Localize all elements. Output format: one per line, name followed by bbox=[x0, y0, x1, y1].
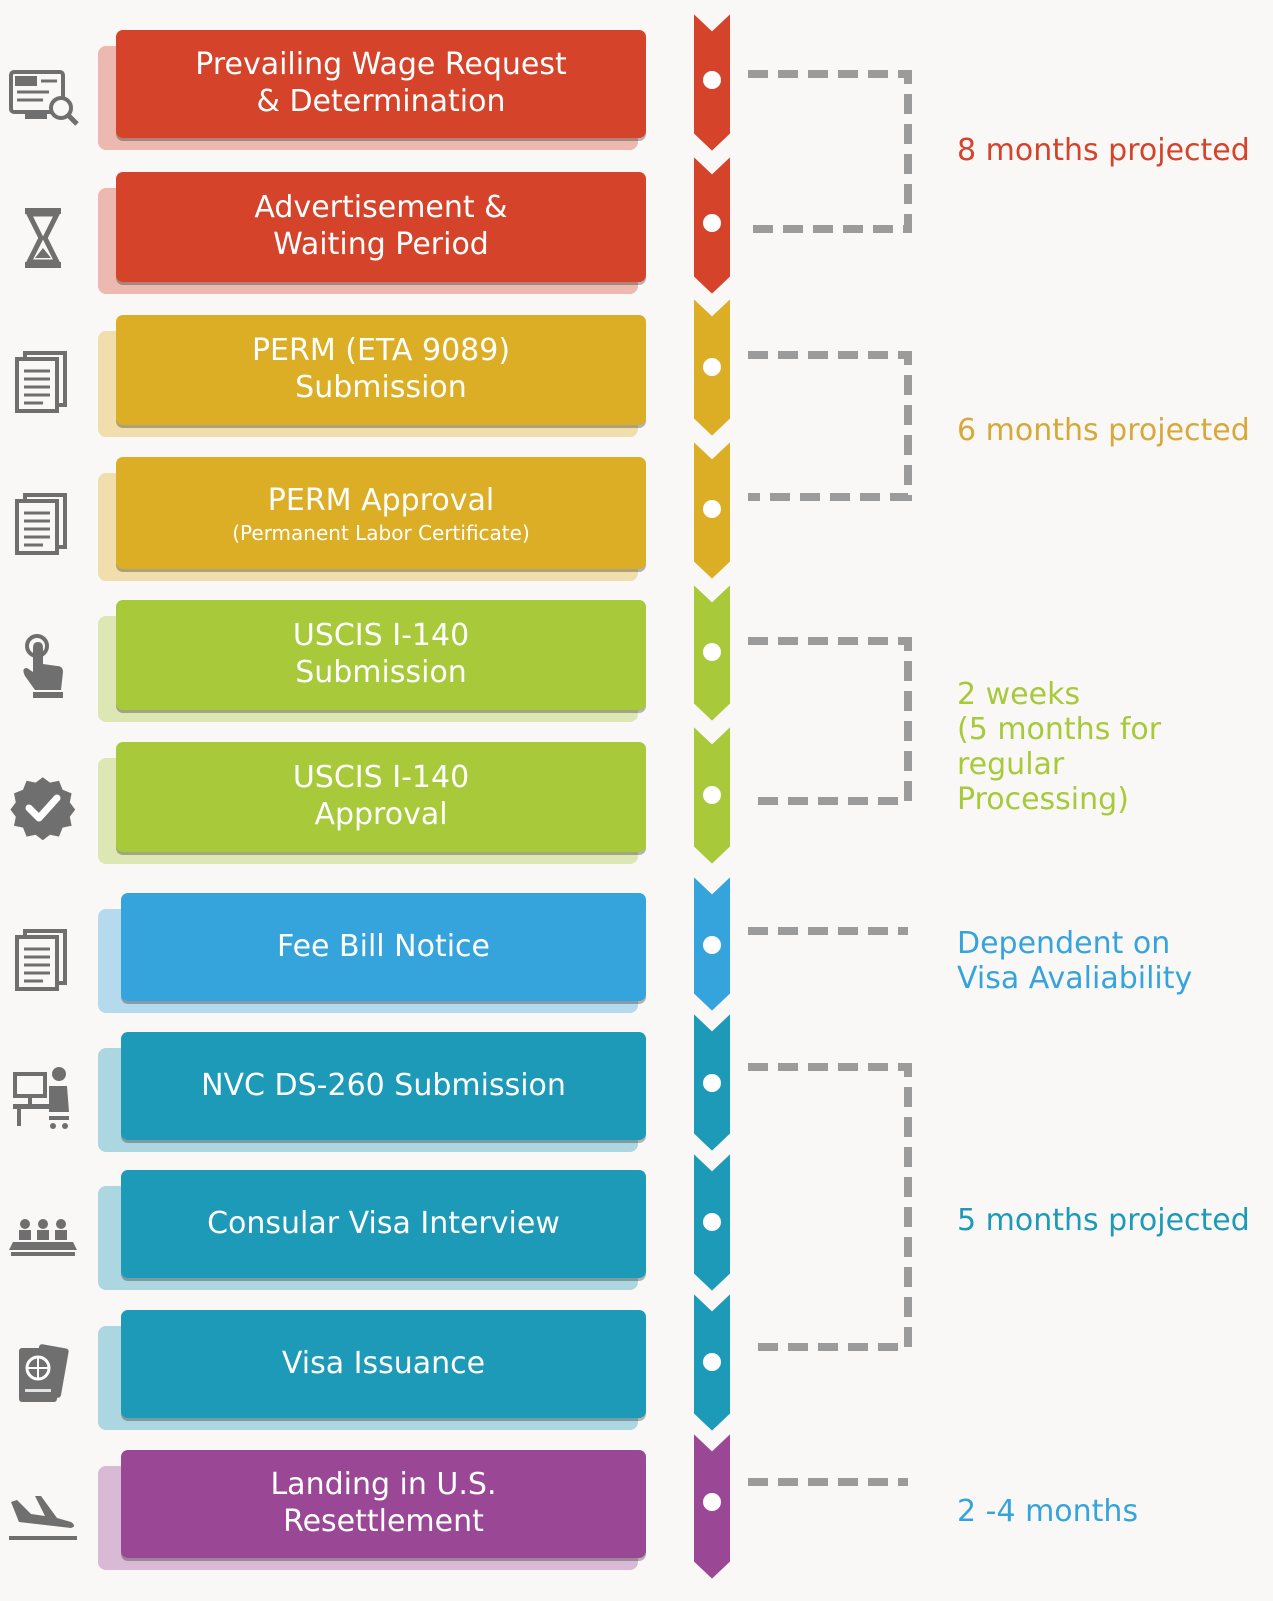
step-title: PERM (ETA 9089) Submission bbox=[251, 333, 511, 405]
document-icon-glyph bbox=[15, 493, 67, 555]
office-worker-icon-glyph bbox=[13, 1067, 69, 1129]
duration-bracket-perm bbox=[748, 351, 912, 501]
spine-dot bbox=[703, 1074, 721, 1092]
step-title: USCIS I-140 Submission bbox=[292, 618, 470, 690]
step-title: PERM Approval bbox=[267, 482, 495, 518]
step-box: Visa Issuance bbox=[121, 1310, 646, 1418]
duration-label-perm-prep: 8 months projected bbox=[957, 133, 1250, 168]
step-title: USCIS I-140 Approval bbox=[292, 760, 470, 832]
step-title: Visa Issuance bbox=[281, 1345, 486, 1381]
passport-icon bbox=[5, 1338, 81, 1414]
spine-dot bbox=[703, 786, 721, 804]
spine-dot bbox=[703, 500, 721, 518]
document-icon-glyph bbox=[15, 929, 67, 991]
hourglass-icon-glyph bbox=[24, 208, 62, 268]
duration-label-landing: 2 -4 months bbox=[957, 1494, 1139, 1529]
document-icon-glyph bbox=[15, 351, 67, 413]
step-box: NVC DS-260 Submission bbox=[121, 1032, 646, 1140]
step-perm-submission: PERM (ETA 9089) Submission bbox=[0, 305, 680, 437]
spine-dot bbox=[703, 936, 721, 954]
step-title: NVC DS-260 Submission bbox=[201, 1067, 566, 1103]
step-fee-bill: Fee Bill Notice bbox=[0, 883, 680, 1013]
duration-label-consular: 5 months projected bbox=[957, 1203, 1250, 1238]
step-title: Landing in U.S. Resettlement bbox=[270, 1467, 497, 1539]
verified-badge-icon bbox=[5, 770, 81, 846]
spine-dot bbox=[703, 1213, 721, 1231]
step-title: Prevailing Wage Request & Determination bbox=[195, 47, 567, 119]
step-visa-issuance: Visa Issuance bbox=[0, 1300, 680, 1430]
duration-label-i140: 2 weeks (5 months for regular Processing… bbox=[957, 677, 1162, 817]
spine-dot bbox=[703, 643, 721, 661]
spine-dot bbox=[703, 358, 721, 376]
step-box: USCIS I-140 Approval bbox=[116, 742, 646, 852]
touch-hand-icon-glyph bbox=[23, 634, 63, 698]
step-box: Fee Bill Notice bbox=[121, 893, 646, 1001]
step-advertisement: Advertisement & Waiting Period bbox=[0, 162, 680, 294]
spine-dot bbox=[703, 214, 721, 232]
spine-dot bbox=[703, 1493, 721, 1511]
passport-icon-glyph bbox=[19, 1344, 69, 1402]
step-i140-approval: USCIS I-140 Approval bbox=[0, 732, 680, 864]
step-perm-approval: PERM Approval(Permanent Labor Certificat… bbox=[0, 447, 680, 581]
step-box: Advertisement & Waiting Period bbox=[116, 172, 646, 282]
step-title: Advertisement & Waiting Period bbox=[254, 190, 508, 262]
step-box: PERM (ETA 9089) Submission bbox=[116, 315, 646, 425]
document-icon bbox=[5, 485, 81, 561]
step-box: PERM Approval(Permanent Labor Certificat… bbox=[116, 457, 646, 569]
step-landing-us: Landing in U.S. Resettlement bbox=[0, 1440, 680, 1570]
interview-table-icon bbox=[5, 1198, 81, 1274]
document-icon bbox=[5, 343, 81, 419]
airplane-landing-icon bbox=[5, 1478, 81, 1554]
duration-bracket-i140 bbox=[748, 637, 912, 805]
duration-label-perm: 6 months projected bbox=[957, 413, 1250, 448]
touch-hand-icon bbox=[5, 628, 81, 704]
verified-badge-icon-glyph bbox=[10, 777, 76, 841]
hourglass-icon bbox=[5, 200, 81, 276]
office-worker-icon bbox=[5, 1060, 81, 1136]
job-search-icon bbox=[5, 58, 81, 134]
step-subtitle: (Permanent Labor Certificate) bbox=[232, 520, 530, 545]
job-search-icon-glyph bbox=[9, 70, 79, 126]
step-box: Consular Visa Interview bbox=[121, 1170, 646, 1278]
airplane-landing-icon-glyph bbox=[9, 1496, 77, 1540]
step-prevailing-wage: Prevailing Wage Request & Determination bbox=[0, 20, 680, 150]
step-consular-interview: Consular Visa Interview bbox=[0, 1160, 680, 1290]
document-icon bbox=[5, 921, 81, 997]
step-box: Landing in U.S. Resettlement bbox=[121, 1450, 646, 1558]
step-box: USCIS I-140 Submission bbox=[116, 600, 646, 710]
step-title: Consular Visa Interview bbox=[207, 1205, 560, 1241]
step-nvc-ds260: NVC DS-260 Submission bbox=[0, 1022, 680, 1152]
step-i140-submission: USCIS I-140 Submission bbox=[0, 590, 680, 722]
spine-dot bbox=[703, 1353, 721, 1371]
interview-table-icon-glyph bbox=[9, 1219, 77, 1256]
duration-bracket-consular bbox=[748, 1063, 912, 1351]
spine-dot bbox=[703, 71, 721, 89]
duration-label-fee-bill: Dependent on Visa Avaliability bbox=[957, 926, 1193, 996]
step-title: Fee Bill Notice bbox=[276, 928, 491, 964]
duration-bracket-perm-prep bbox=[748, 70, 912, 233]
step-box: Prevailing Wage Request & Determination bbox=[116, 30, 646, 138]
